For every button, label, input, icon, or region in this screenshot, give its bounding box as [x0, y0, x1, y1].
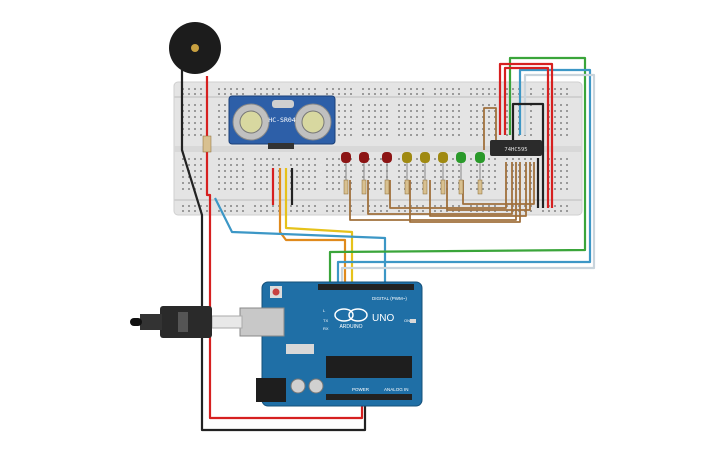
- led-green[interactable]: [475, 152, 485, 163]
- led-yellow[interactable]: [438, 152, 448, 163]
- resistor[interactable]: [477, 179, 483, 195]
- l-label: L: [323, 308, 326, 313]
- rx-label: RX: [323, 326, 329, 331]
- sensor-wire-orange: [278, 168, 347, 285]
- tx-label: TX: [323, 318, 328, 323]
- digital-header-label: DIGITAL (PWM~): [372, 296, 407, 301]
- led-yellow[interactable]: [420, 152, 430, 163]
- resistor[interactable]: [361, 179, 367, 195]
- led-red[interactable]: [382, 152, 392, 163]
- wire-red-rail-2: [503, 66, 550, 208]
- wire-blue-2: [336, 68, 592, 285]
- resistor[interactable]: [458, 179, 464, 195]
- shift-register-ic[interactable]: 74HC595: [490, 140, 542, 156]
- resistor[interactable]: [422, 179, 428, 195]
- resistor[interactable]: [343, 179, 349, 195]
- on-label: ON: [404, 318, 410, 323]
- resistor[interactable]: [440, 179, 446, 195]
- wires: [180, 56, 596, 432]
- wire-red-rail-1: [498, 62, 554, 208]
- led-red[interactable]: [341, 152, 351, 163]
- piezo-buzzer[interactable]: [169, 22, 221, 153]
- sensor-label: HC-SR04: [268, 116, 295, 124]
- sensor-wire-yellow: [284, 168, 354, 285]
- resistor[interactable]: [384, 179, 390, 195]
- usb-cable[interactable]: [130, 306, 212, 338]
- arduino-model: UNO: [372, 313, 394, 324]
- wire-green-1: [328, 56, 587, 285]
- resistor[interactable]: [404, 179, 410, 195]
- led-row: [341, 152, 485, 195]
- wire-black-rail: [511, 102, 545, 208]
- arduino-uno[interactable]: ARDUINO UNO DIGITAL (PWM~) POWER ANALOG …: [211, 281, 423, 407]
- led-red[interactable]: [359, 152, 369, 163]
- led-green[interactable]: [456, 152, 466, 163]
- power-label: POWER: [352, 387, 370, 392]
- analog-label: ANALOG IN: [384, 387, 409, 392]
- led-yellow[interactable]: [402, 152, 412, 163]
- arduino-logo-text: ARDUINO: [339, 324, 362, 330]
- wire-gray-1: [340, 73, 596, 285]
- ic-label: 74HC595: [504, 147, 527, 153]
- ultrasonic-sensor[interactable]: HC-SR04: [228, 95, 336, 149]
